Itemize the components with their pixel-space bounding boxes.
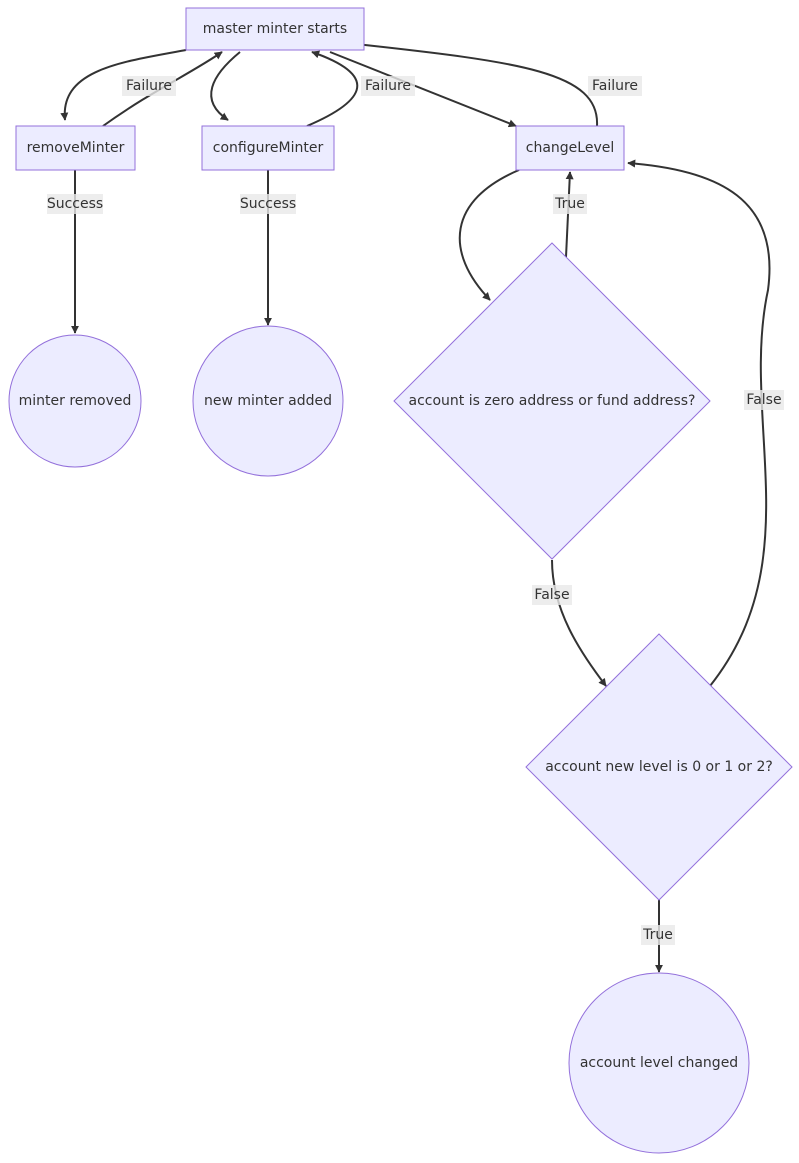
- edge-level-check-false: [627, 159, 771, 687]
- edge-configure-failure: [306, 50, 359, 127]
- node-label: configureMinter: [213, 140, 324, 156]
- node-minter-removed[interactable]: minter removed: [8, 334, 142, 468]
- node-label: changeLevel: [526, 140, 614, 156]
- edge-label-remove-success: Success: [47, 194, 103, 214]
- node-label: removeMinter: [27, 140, 125, 156]
- edge-change-failure: [355, 40, 599, 127]
- svg-text:False: False: [746, 392, 781, 408]
- edge-change-to-zero-check: [458, 169, 520, 301]
- svg-text:Failure: Failure: [592, 78, 638, 94]
- edge-master-to-change: [329, 51, 517, 128]
- svg-text:Failure: Failure: [365, 78, 411, 94]
- node-label: minter removed: [19, 393, 132, 409]
- edge-zero-check-true: [565, 171, 574, 258]
- edge-label-level-check-false: False: [744, 390, 784, 410]
- node-remove-minter[interactable]: removeMinter: [15, 125, 136, 171]
- edge-label-configure-failure: Failure: [361, 76, 415, 96]
- nodes: master minter starts removeMinter config…: [8, 7, 793, 1154]
- edge-label-configure-success: Success: [240, 194, 296, 214]
- svg-text:False: False: [534, 587, 569, 603]
- node-label: new minter added: [204, 393, 332, 409]
- node-label: master minter starts: [203, 21, 347, 37]
- node-label: account new level is 0 or 1 or 2?: [545, 759, 773, 775]
- edge-label-zero-check-false: False: [532, 585, 572, 605]
- edge-labels: Failure Failure Failure Success Success …: [47, 76, 784, 945]
- node-master-minter-starts[interactable]: master minter starts: [185, 7, 365, 51]
- node-label: account level changed: [580, 1055, 738, 1071]
- svg-text:Success: Success: [47, 196, 103, 212]
- svg-text:Success: Success: [240, 196, 296, 212]
- edge-master-to-configure: [210, 51, 241, 121]
- svg-text:True: True: [642, 927, 673, 943]
- svg-text:True: True: [554, 196, 585, 212]
- node-configure-minter[interactable]: configureMinter: [201, 125, 335, 171]
- node-zero-address-check[interactable]: account is zero address or fund address?: [393, 242, 711, 560]
- svg-text:Failure: Failure: [126, 78, 172, 94]
- edge-label-remove-failure: Failure: [122, 76, 176, 96]
- node-label: account is zero address or fund address?: [409, 393, 696, 409]
- node-account-level-changed[interactable]: account level changed: [568, 972, 750, 1154]
- edge-label-level-check-true: True: [641, 925, 675, 945]
- node-level-check[interactable]: account new level is 0 or 1 or 2?: [525, 633, 793, 901]
- edge-master-to-remove: [60, 49, 187, 121]
- edge-zero-check-false: [551, 559, 607, 687]
- edge-label-change-failure: Failure: [588, 76, 642, 96]
- node-change-level[interactable]: changeLevel: [515, 125, 625, 171]
- edge-label-zero-check-true: True: [553, 194, 587, 214]
- node-new-minter-added[interactable]: new minter added: [192, 325, 344, 477]
